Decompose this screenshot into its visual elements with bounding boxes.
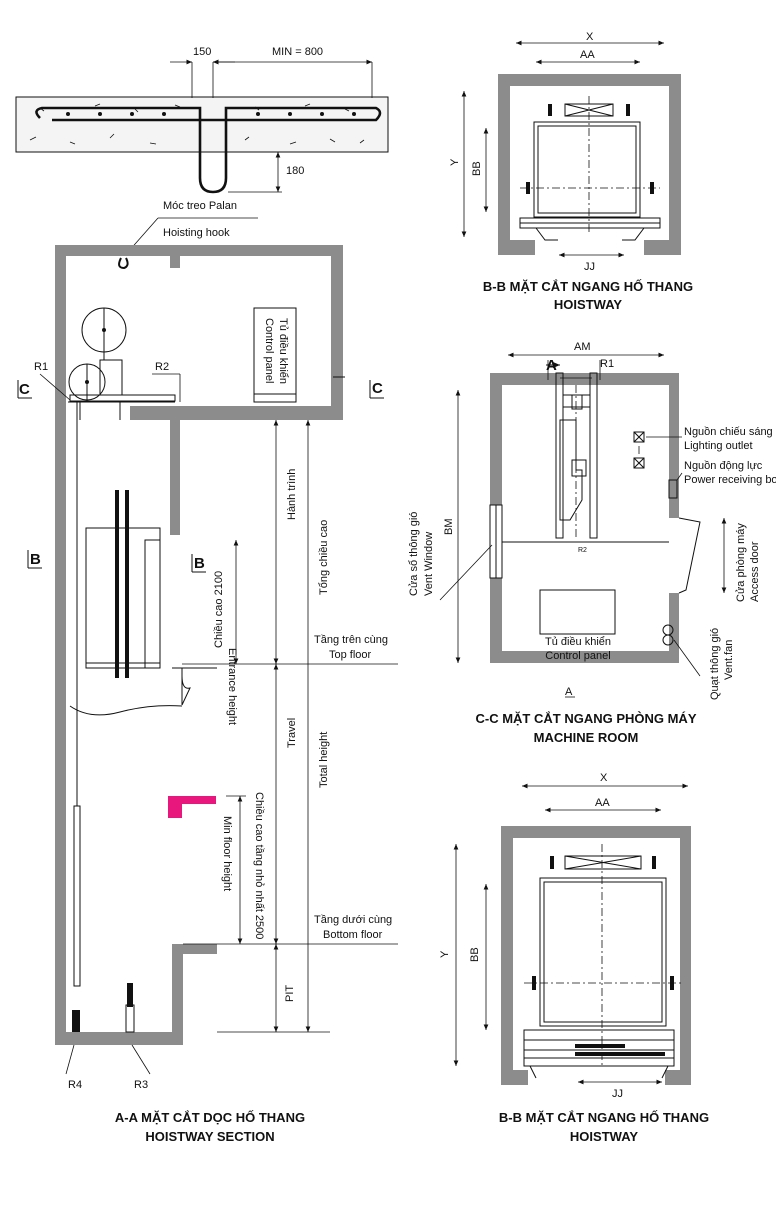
cut-a-bottom: A [565,686,573,698]
hook-label-vi: Móc treo Palan [163,200,237,212]
cut-mark-c-left: C [17,380,32,399]
cut-mark-c-right: C [333,376,384,399]
traction-machine [68,307,176,420]
vent-window-en: Vent Window [423,532,435,596]
dim-min-800: MIN = 800 [272,46,323,58]
bottom-floor-en: Bottom floor [323,929,383,941]
section-aa: Tủ điều khiển Control panel R1 R2 C C B … [17,245,398,1144]
car-and-rails [69,402,183,987]
svg-text:C: C [19,381,30,398]
plan-cc: Tủ điều khiển Control panel AM BM A R1 R… [408,341,776,745]
y-bottom: Y [439,950,451,958]
travel-en: Travel [286,718,298,748]
entrance-vi: Chiều cao 2100 [213,571,225,648]
cut-mark-b-right: B [191,554,206,573]
landing-marker [168,796,216,818]
bm-label: BM [443,519,455,536]
bb-top: BB [471,161,483,176]
power-vi: Nguồn động lực [684,460,763,472]
bottom-floor-vi: Tầng dưới cùng [314,914,392,926]
top-floor-en: Top floor [329,649,372,661]
cc-control-panel-en: Control panel [545,650,610,662]
control-panel-aa: Tủ điều khiển Control panel [253,307,297,403]
control-panel-vi: Tủ điều khiển [277,318,289,384]
cc-r2: R2 [578,547,587,554]
jj-top: JJ [584,261,595,273]
svg-text:B: B [194,555,205,572]
travel-vi: Hành trình [286,469,298,520]
vent-window-vi: Cửa sổ thông gió [408,512,420,596]
plan-cc-title-vi: C-C MẶT CẮT NGANG PHÒNG MÁY [476,711,697,726]
dim-180: 180 [286,165,304,177]
plan-bb-bottom: JJ X AA Y BB B-B MẶT CẮT NGANG HỐ THANG … [439,772,709,1144]
plan-bb-bottom-title-vi: B-B MẶT CẮT NGANG HỐ THANG [499,1110,709,1125]
r4-label: R4 [68,1079,82,1091]
section-aa-walls [55,245,343,1045]
hoisting-hook-label: Móc treo Palan Hoisting hook [127,200,258,253]
section-aa-title-vi: A-A MẶT CẮT DỌC HỐ THANG [115,1110,305,1125]
plan-bb-top: JJ X AA Y BB B-B MẶT CẮT NGANG HỐ THANG … [449,31,693,312]
cut-mark-b-left: B [27,550,42,569]
hook-icon [118,257,129,270]
hook-label-en: Hoisting hook [163,227,230,239]
total-vi: Tổng chiều cao [318,520,330,595]
jj-bottom: JJ [612,1088,623,1100]
total-en: Total height [318,732,330,788]
control-panel-en: Control panel [263,318,275,383]
r2-label: R2 [155,361,169,373]
svg-text:C: C [372,380,383,397]
section-aa-title-en: HOISTWAY SECTION [145,1129,274,1144]
min-floor-vi: Chiều cao tầng nhỏ nhất 2500 [253,792,265,939]
r3-label: R3 [134,1079,148,1091]
x-top: X [586,31,594,43]
access-door-vi: Cửa phòng máy [735,523,747,602]
pit-label: PIT [284,985,296,1002]
power-en: Power receiving box [684,474,776,486]
am-label: AM [574,341,591,353]
x-bottom: X [600,772,608,784]
plan-bb-top-title-vi: B-B MẶT CẮT NGANG HỐ THANG [483,279,693,294]
cc-r1: R1 [600,358,614,370]
cc-control-panel-vi: Tủ điều khiển [545,636,611,648]
dim-150: 150 [193,46,211,58]
buffers: R4 R3 [65,983,151,1091]
plan-cc-title-en: MACHINE ROOM [534,730,639,745]
lighting-vi: Nguồn chiếu sáng [684,426,773,438]
access-door-en: Access door [749,541,761,602]
top-floor-vi: Tầng trên cùng [314,634,388,646]
rebar-dots [66,112,356,116]
plan-bb-bottom-title-en: HOISTWAY [570,1129,638,1144]
bb-bottom: BB [469,947,481,962]
aa-top: AA [580,49,595,61]
svg-text:B: B [30,551,41,568]
plan-bb-top-title-en: HOISTWAY [554,297,622,312]
vent-fan-vi: Quạt thông gió [709,628,721,700]
slab-hatching [29,103,365,145]
rebar-loop [35,106,382,194]
entrance-en: Entrance height [226,648,238,725]
y-top: Y [449,158,461,166]
lighting-en: Lighting outlet [684,440,753,452]
slab-detail: 150 MIN = 800 180 [15,46,389,194]
vent-fan-en: Vent.fan [723,640,735,680]
r1-label: R1 [34,361,48,373]
aa-bottom: AA [595,797,610,809]
concrete-slab [15,96,389,153]
min-floor-en: Min floor height [221,816,233,891]
